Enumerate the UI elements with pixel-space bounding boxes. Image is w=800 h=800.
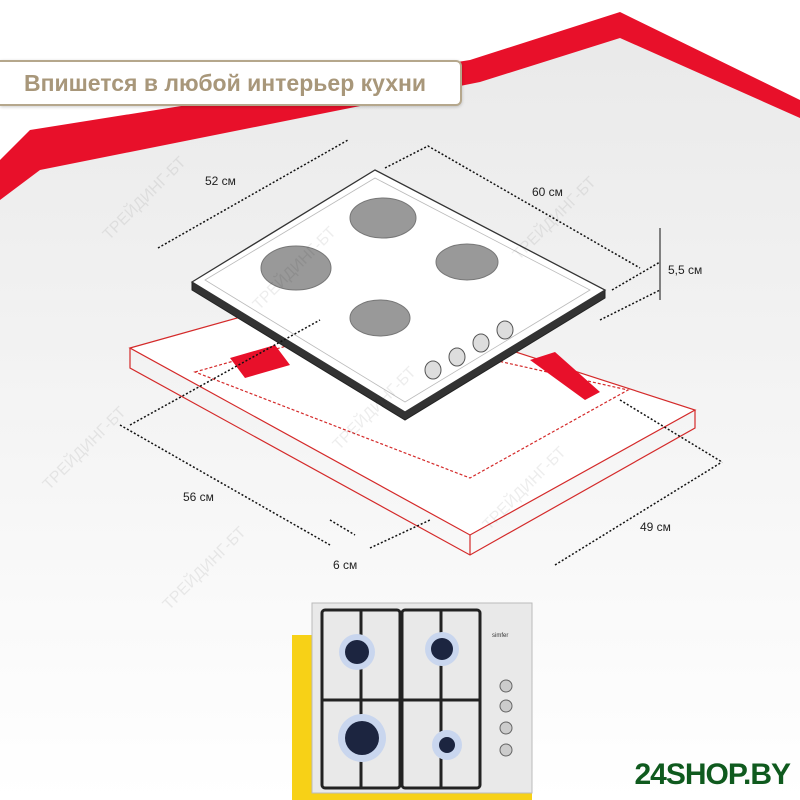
gas-knobs: [499, 679, 513, 757]
label-hob-height: 5,5 см: [668, 263, 703, 277]
cutout-left: [230, 345, 290, 378]
page-title: Впишется в любой интерьер кухни: [24, 69, 427, 96]
title-banner: Впишется в любой интерьер кухни: [0, 60, 462, 106]
photo-brand-logo: simfer: [492, 633, 509, 639]
gas-hob-photo: [311, 602, 533, 794]
knob: [448, 347, 466, 367]
burner: [260, 245, 332, 291]
label-cutout-width: 56 см: [183, 490, 214, 504]
knob: [424, 360, 442, 380]
shop-logo: 24SHOP.BY: [634, 758, 791, 791]
label-hob-width: 60 см: [532, 185, 563, 199]
dimension-lines: [119, 139, 723, 566]
label-margin: 6 см: [333, 558, 358, 572]
label-cutout-depth: 49 см: [640, 520, 671, 534]
knob: [496, 320, 514, 340]
label-hob-depth: 52 см: [205, 174, 236, 188]
burner: [349, 197, 417, 239]
burner: [435, 243, 499, 281]
burner: [349, 299, 411, 337]
knob: [472, 333, 490, 353]
cutout-right: [530, 352, 600, 400]
hob-surface: [190, 169, 607, 413]
hob: [190, 169, 607, 421]
control-knobs: [424, 320, 514, 380]
